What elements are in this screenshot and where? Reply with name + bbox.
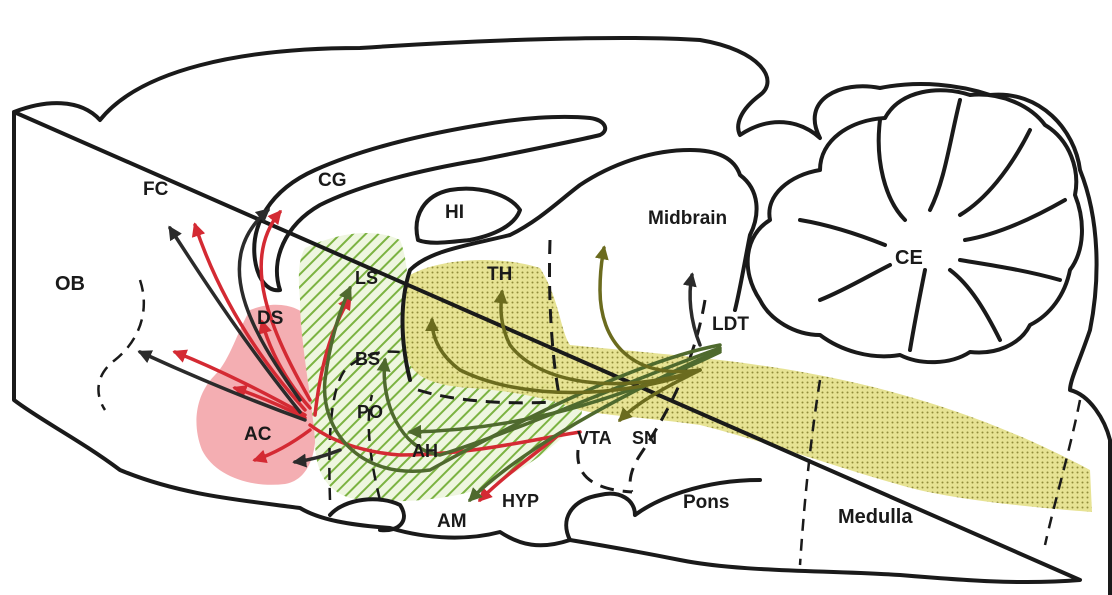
label-po: PO bbox=[357, 402, 383, 422]
label-hi: HI bbox=[445, 202, 464, 223]
label-pons: Pons bbox=[683, 492, 729, 513]
cerebellum-folia bbox=[800, 100, 1065, 350]
label-vta: VTA bbox=[577, 428, 612, 448]
brain-outline bbox=[14, 38, 1110, 595]
label-medulla: Medulla bbox=[838, 506, 913, 528]
label-am: AM bbox=[437, 511, 467, 532]
ob-fc-boundary bbox=[98, 280, 143, 410]
label-ds: DS bbox=[257, 308, 283, 329]
label-ob: OB bbox=[55, 273, 85, 295]
label-sn: SN bbox=[632, 428, 657, 448]
label-ah: AH bbox=[412, 441, 438, 461]
label-th: TH bbox=[487, 264, 512, 285]
label-bs: BS bbox=[355, 349, 380, 369]
label-ce: CE bbox=[895, 247, 923, 269]
label-fc: FC bbox=[143, 179, 169, 200]
label-hyp: HYP bbox=[502, 491, 539, 511]
label-ldt: LDT bbox=[712, 314, 749, 335]
label-cg: CG bbox=[318, 170, 347, 191]
vta-boundary bbox=[578, 450, 632, 492]
label-midbrain: Midbrain bbox=[648, 208, 727, 229]
label-ls: LS bbox=[355, 268, 378, 288]
label-ac: AC bbox=[244, 424, 272, 445]
